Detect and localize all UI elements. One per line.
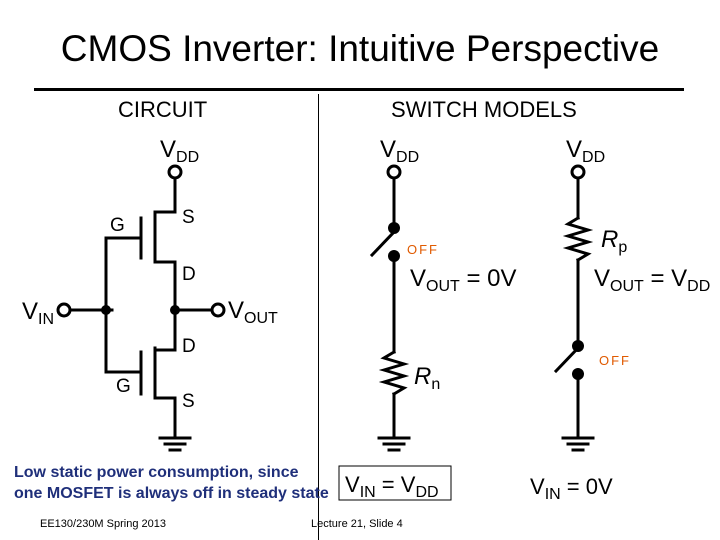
vin-node-dot (101, 305, 111, 315)
left-vdd-label: VDD (380, 136, 420, 166)
left-condition-label: VIN = VDD (345, 472, 439, 501)
right-vout-label: VOUT = VDD (594, 265, 711, 295)
left-off-label: OFF (407, 242, 439, 257)
vin-label: VIN (22, 298, 55, 328)
left-switch-top-dot (388, 222, 400, 234)
right-vdd-terminal (570, 164, 586, 180)
pmos-gate-label: G (110, 215, 125, 236)
right-switch-top-dot (572, 340, 584, 352)
right-off-label: OFF (599, 353, 631, 368)
vin-terminal (56, 302, 72, 318)
vout-terminal (210, 302, 226, 318)
footer-slide-number: Lecture 21, Slide 4 (311, 518, 403, 530)
vdd-terminal (167, 164, 183, 180)
right-vdd-label: VDD (566, 136, 606, 166)
switch-models-heading: SWITCH MODELS (391, 97, 577, 122)
footnote-line-1: Low static power consumption, since (14, 464, 299, 481)
footnote: Low static power consumption, since one … (14, 462, 329, 504)
right-condition-label: VIN = 0V (530, 474, 613, 503)
slide-title: CMOS Inverter: Intuitive Perspective (60, 28, 660, 69)
left-switch-blade (369, 229, 397, 258)
footer-course: EE130/230M Spring 2013 (40, 518, 166, 530)
nmos-source-wire (153, 396, 177, 440)
pmos-drain-label: D (182, 264, 196, 285)
nmos-gate-label: G (116, 376, 131, 397)
left-switch-bottom-dot (388, 250, 400, 262)
left-vout-label: VOUT = 0V (410, 265, 517, 295)
vout-node-dot (170, 305, 180, 315)
right-ground-symbol (561, 436, 595, 452)
title-underline (34, 88, 684, 91)
vout-label: VOUT (228, 297, 278, 327)
left-resistor (378, 349, 410, 397)
left-vdd-terminal (386, 164, 402, 180)
left-ground-symbol (377, 436, 411, 452)
section-divider (318, 94, 319, 540)
nmos-source-label: S (182, 391, 195, 412)
circuit-heading: CIRCUIT (118, 97, 208, 122)
right-switch-blade (553, 345, 581, 374)
ground-symbol (158, 436, 192, 452)
rn-label: Rn (414, 363, 441, 393)
condition-box (338, 465, 452, 501)
gate-tie-wire (104, 236, 143, 374)
rp-label: Rp (601, 226, 628, 256)
right-switch-bottom-dot (572, 368, 584, 380)
pmos-drain-wire (153, 260, 177, 352)
right-resistor (562, 215, 594, 263)
footnote-line-2: one MOSFET is always off in steady state (14, 485, 329, 502)
pmos-source-label: S (182, 207, 195, 228)
vdd-label: VDD (160, 136, 200, 166)
nmos-drain-label: D (182, 336, 196, 357)
